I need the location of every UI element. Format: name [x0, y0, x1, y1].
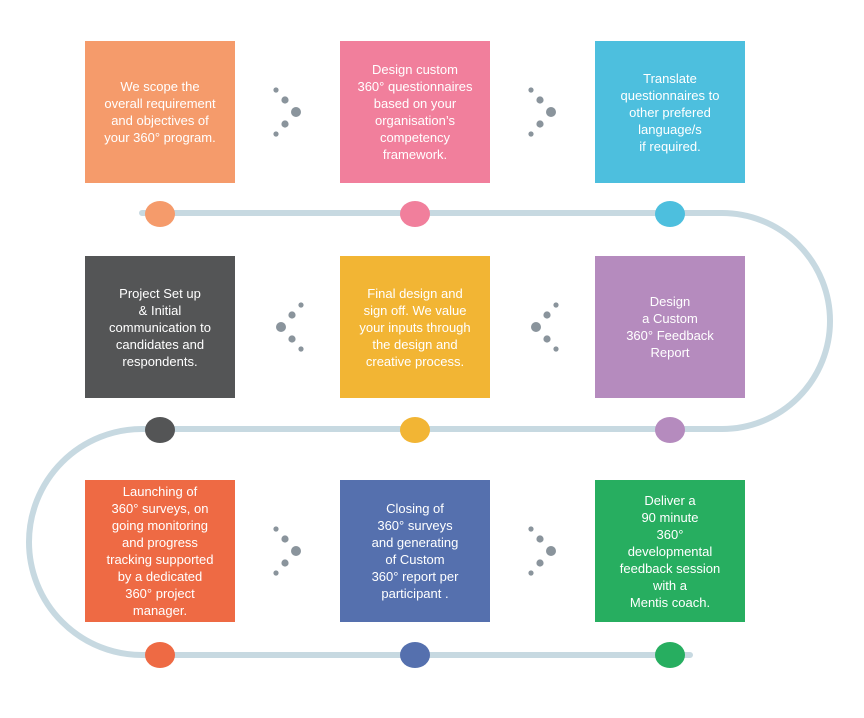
- step-3-text: Translate questionnaires to other prefer…: [620, 70, 720, 154]
- step-5-box: Final design and sign off. We value your…: [340, 256, 490, 398]
- step-6-text: Design a Custom 360° Feedback Report: [626, 294, 714, 360]
- step-7-text: Launching of 360° surveys, on going moni…: [106, 484, 214, 618]
- step-2-box: Design custom 360° questionnaires based …: [340, 41, 490, 183]
- arrow-right-icon: [528, 526, 556, 576]
- step-8-box: Closing of 360° surveys and generating o…: [340, 480, 490, 622]
- step-3-node: [655, 201, 685, 227]
- step-1-node: [145, 201, 175, 227]
- arrow-right-icon: [273, 526, 301, 576]
- step-5-node: [400, 417, 430, 443]
- step-6-box: Design a Custom 360° Feedback Report: [595, 256, 745, 398]
- step-9-box: Deliver a 90 minute 360° developmental f…: [595, 480, 745, 622]
- track-line: [26, 210, 833, 658]
- step-4-node: [145, 417, 175, 443]
- step-5-text: Final design and sign off. We value your…: [359, 285, 471, 369]
- step-3-box: Translate questionnaires to other prefer…: [595, 41, 745, 183]
- step-8-node: [400, 642, 430, 668]
- arrow-left-icon: [531, 302, 559, 352]
- step-8-text: Closing of 360° surveys and generating o…: [371, 501, 459, 601]
- step-9-text: Deliver a 90 minute 360° developmental f…: [619, 492, 721, 610]
- step-2-text: Design custom 360° questionnaires based …: [357, 62, 473, 162]
- step-2-node: [400, 201, 430, 227]
- step-4-box: Project Set up & Initial communication t…: [85, 256, 235, 398]
- step-7-box: Launching of 360° surveys, on going moni…: [85, 480, 235, 622]
- step-9-node: [655, 642, 685, 668]
- arrow-right-icon: [528, 87, 556, 137]
- arrow-left-icon: [276, 302, 304, 352]
- step-6-node: [655, 417, 685, 443]
- step-4-text: Project Set up & Initial communication t…: [109, 285, 211, 369]
- step-7-node: [145, 642, 175, 668]
- step-1-box: We scope the overall requirement and obj…: [85, 41, 235, 183]
- arrow-right-icon: [273, 87, 301, 137]
- step-1-text: We scope the overall requirement and obj…: [104, 79, 216, 145]
